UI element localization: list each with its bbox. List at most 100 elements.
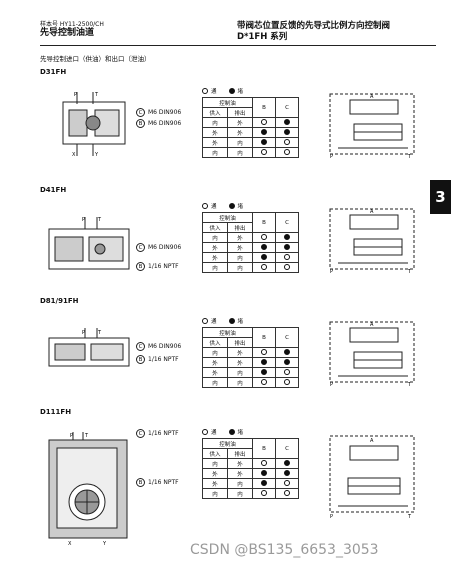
cell-out: 内 — [227, 478, 253, 489]
open-circle-icon — [261, 149, 267, 156]
closed-circle-icon — [228, 318, 235, 324]
table-row: 外外 — [202, 127, 299, 138]
open-circle-icon — [284, 254, 290, 261]
port-c-spec: M6 DIN906 — [148, 244, 182, 251]
port-b-icon: B — [136, 355, 145, 364]
label-t: T — [407, 269, 412, 275]
cell-out: 外 — [227, 347, 253, 358]
cell-c — [275, 252, 299, 263]
label-p: P — [330, 514, 333, 520]
cell-c — [275, 262, 299, 273]
label-y: Y — [94, 152, 99, 158]
legend-closed-label: 堵 — [237, 319, 244, 325]
section-heading: 先导控制油道 — [40, 28, 95, 38]
cell-in: 内 — [202, 347, 228, 358]
cell-out: 外 — [227, 117, 253, 128]
header-out: 排出 — [227, 107, 253, 118]
header-group: 控制油 — [202, 438, 253, 449]
section-title-d31fh: D31FH — [40, 68, 67, 76]
label-t: T — [84, 433, 89, 439]
open-circle-icon — [261, 379, 267, 386]
open-circle-icon — [202, 88, 208, 94]
header-b: B — [252, 327, 276, 348]
header-left: 样本号 HY11-2500/CH 先导控制油道 — [40, 21, 104, 39]
cell-b — [252, 377, 276, 388]
cell-b — [252, 147, 276, 158]
cell-b — [252, 242, 276, 253]
section-title-d111fh: D111FH — [40, 408, 72, 416]
label-t: T — [97, 217, 102, 223]
closed-circle-icon — [228, 429, 235, 435]
cell-c — [275, 367, 299, 378]
label-x: X — [72, 152, 76, 158]
table-row: 外外 — [202, 242, 299, 253]
cell-out: 外 — [227, 468, 253, 479]
port-c-spec: 1/16 NPTF — [148, 430, 179, 437]
closed-circle-icon — [261, 480, 267, 487]
valve-drawing-d81: P T — [48, 328, 130, 367]
port-c-spec: M6 DIN906 — [148, 109, 182, 116]
valve-drawing-d31: P T X Y — [62, 92, 126, 158]
port-b-spec: 1/16 NPTF — [148, 263, 179, 270]
schematic-symbol-d41: A P T — [329, 208, 415, 275]
table-row: 外内 — [202, 137, 299, 148]
table-row: 外外 — [202, 357, 299, 368]
legend-open-label: 通 — [211, 89, 217, 95]
cell-b — [252, 347, 276, 358]
cell-out: 外 — [227, 458, 253, 469]
page-title: 带阀芯位置反馈的先导式比例方向控制阀 — [237, 21, 391, 31]
cell-c — [275, 488, 299, 499]
table-row: 内内 — [202, 147, 299, 158]
cell-in: 外 — [202, 252, 228, 263]
open-circle-icon — [261, 264, 267, 271]
label-p: P — [74, 92, 77, 98]
label-a: A — [370, 94, 374, 100]
header-divider — [40, 45, 436, 46]
label-a: A — [370, 209, 374, 215]
label-t: T — [407, 154, 412, 160]
label-t: T — [97, 330, 102, 336]
open-circle-icon — [202, 429, 208, 435]
header-group: 控制油 — [202, 97, 253, 108]
label-x: X — [68, 541, 72, 547]
header-c: C — [275, 327, 299, 348]
label-p: P — [70, 433, 73, 439]
cell-in: 外 — [202, 478, 228, 489]
legend-open-label: 通 — [211, 204, 217, 210]
cell-b — [252, 262, 276, 273]
label-a: A — [370, 322, 374, 328]
port-b-spec: M6 DIN906 — [148, 120, 182, 127]
port-c-icon: C — [136, 342, 145, 351]
cell-out: 外 — [227, 127, 253, 138]
port-b-spec: 1/16 NPTF — [148, 479, 179, 486]
table-row: 外内 — [202, 252, 299, 263]
cell-b — [252, 458, 276, 469]
open-circle-icon — [284, 139, 290, 146]
cell-out: 内 — [227, 252, 253, 263]
port-c-icon: C — [136, 243, 145, 252]
cell-in: 外 — [202, 357, 228, 368]
open-circle-icon — [261, 349, 267, 356]
open-circle-icon — [202, 318, 208, 324]
schematic-symbol-d111: A P T — [329, 435, 415, 520]
label-p: P — [330, 154, 333, 160]
port-b-icon: B — [136, 478, 145, 487]
open-circle-icon — [284, 490, 290, 497]
header-out: 排出 — [227, 222, 253, 233]
cell-b — [252, 488, 276, 499]
cell-in: 外 — [202, 367, 228, 378]
cell-out: 外 — [227, 242, 253, 253]
cell-out: 内 — [227, 137, 253, 148]
port-c-icon: C — [136, 108, 145, 117]
valve-drawing-d111: P T X Y — [48, 432, 128, 547]
header-out: 排出 — [227, 448, 253, 459]
cell-b — [252, 357, 276, 368]
port-c-icon: C — [136, 429, 145, 438]
chapter-tab: 3 — [430, 180, 451, 214]
